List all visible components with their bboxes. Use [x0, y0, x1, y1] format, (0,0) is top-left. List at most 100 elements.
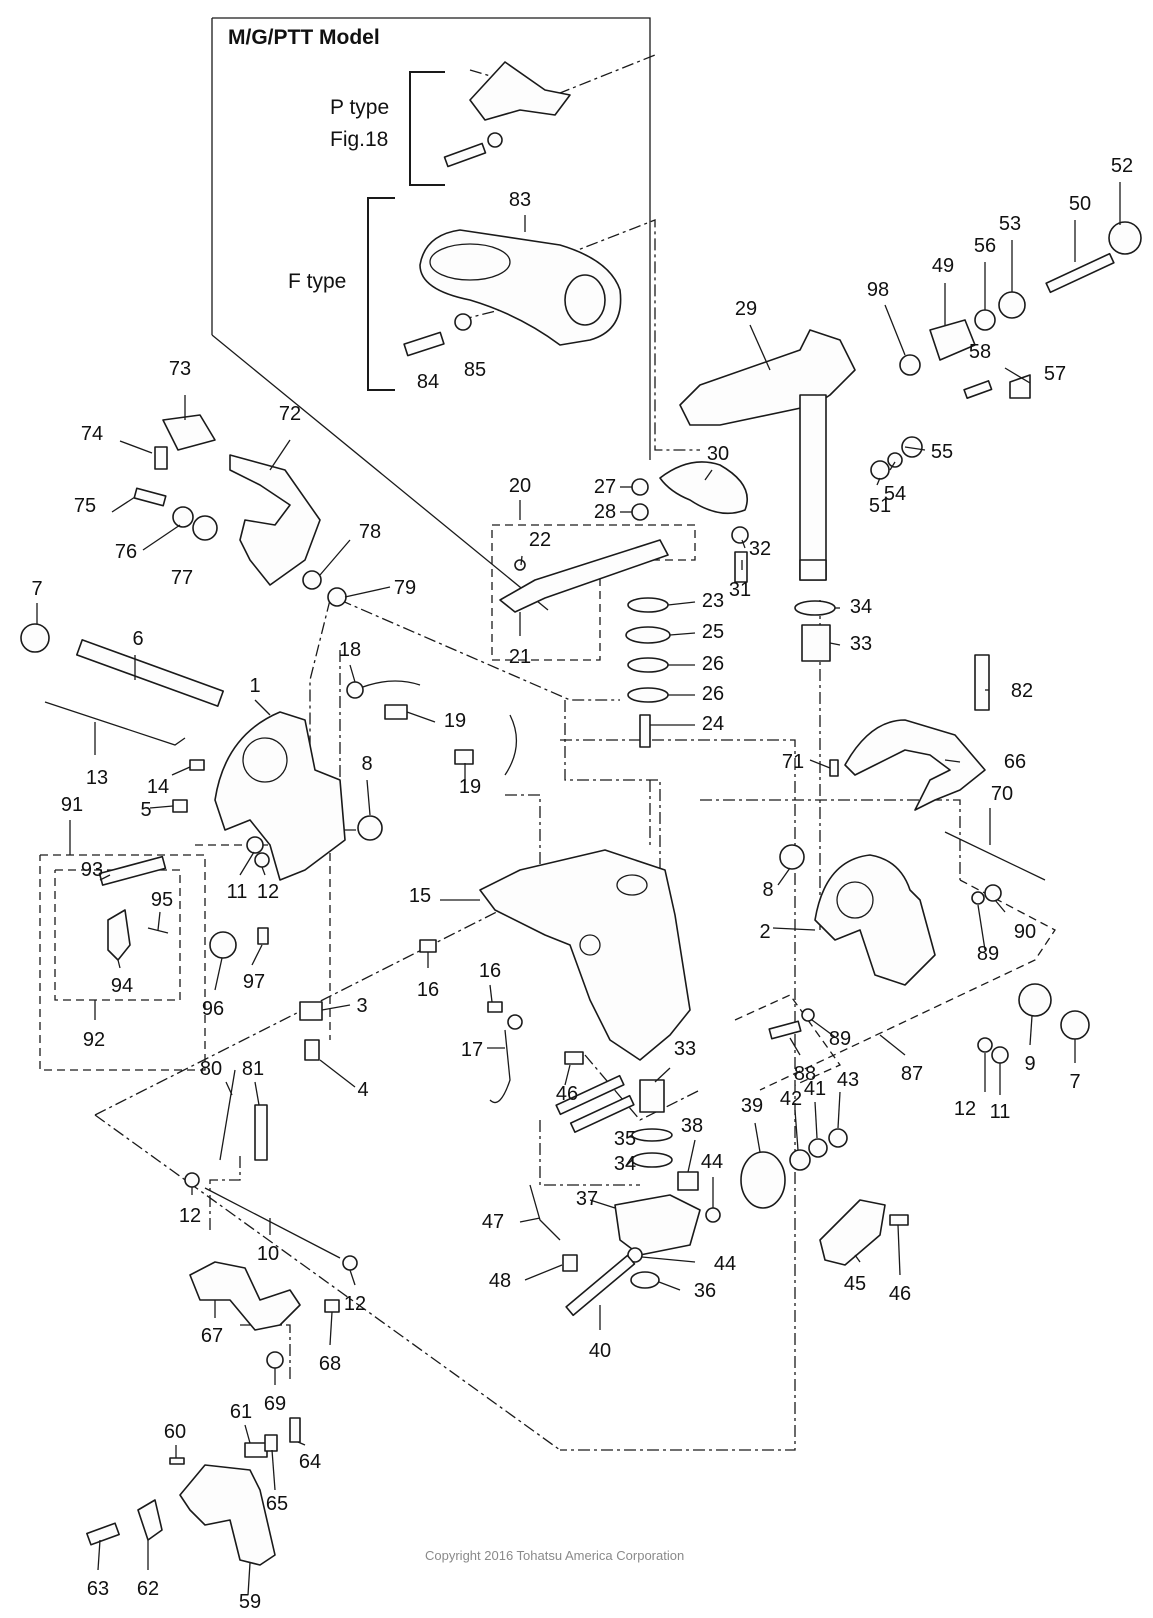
callout-53: 53: [999, 213, 1021, 235]
bolt-14: [189, 759, 205, 771]
spring-81: [254, 1104, 268, 1161]
bushing-49: [929, 319, 976, 361]
callout-88: 88: [794, 1063, 816, 1085]
callout-67: 67: [201, 1325, 223, 1347]
washer-23: [627, 597, 669, 613]
callout-40: 40: [589, 1340, 611, 1362]
callout-8: 8: [361, 753, 372, 775]
callout-64: 64: [299, 1451, 321, 1473]
callout-76: 76: [115, 541, 137, 563]
callout-37: 37: [576, 1188, 598, 1210]
callout-39: 39: [741, 1095, 763, 1117]
rod-80: [219, 1069, 236, 1161]
f-type-bracket-bore: [564, 274, 606, 326]
callout-98: 98: [867, 279, 889, 301]
o-ring-98: [899, 354, 921, 376]
washer-79: [327, 587, 347, 607]
cover-45: [819, 1199, 886, 1266]
part-5: [172, 799, 188, 813]
callout-96: 96: [202, 998, 224, 1020]
screw-68: [324, 1299, 340, 1313]
cap-7-right: [1060, 1010, 1090, 1040]
plate-57: [1009, 374, 1031, 399]
washer-56: [974, 309, 996, 331]
bolt-40: [565, 1254, 636, 1317]
plate-25: [625, 626, 671, 644]
callout-90: 90: [1014, 921, 1036, 943]
callout-3: 3: [356, 995, 367, 1017]
tilt-lever-66: [844, 719, 986, 811]
callout-4: 4: [357, 1079, 368, 1101]
washer-85: [454, 313, 472, 331]
callout-38: 38: [681, 1115, 703, 1137]
callout-47: 47: [482, 1211, 504, 1233]
washer-54: [887, 452, 903, 468]
callout-19: 19: [459, 776, 481, 798]
callout-5: 5: [140, 799, 151, 821]
washer-26a: [627, 657, 669, 673]
washer-8-left: [357, 815, 383, 841]
callout-74: 74: [81, 423, 103, 445]
callout-49: 49: [932, 255, 954, 277]
screw-22: [514, 559, 526, 571]
pin-71: [829, 759, 839, 777]
callout-10: 10: [257, 1243, 279, 1265]
callout-83: 83: [509, 189, 531, 211]
nut-43: [828, 1128, 848, 1148]
block-37: [614, 1194, 701, 1256]
washer-42: [789, 1149, 811, 1171]
washer-8-right: [779, 844, 805, 870]
washer-28: [631, 503, 649, 521]
callout-58: 58: [969, 341, 991, 363]
bushing-33b: [639, 1079, 665, 1113]
bolt-19b: [454, 749, 474, 765]
part-65: [264, 1434, 278, 1452]
callout-84: 84: [417, 371, 439, 393]
cap-52: [1108, 221, 1142, 255]
lever-67: [189, 1261, 301, 1331]
callout-69: 69: [264, 1393, 286, 1415]
spring-64: [289, 1417, 301, 1443]
callout-7: 7: [1069, 1071, 1080, 1093]
bolt-46a: [564, 1051, 584, 1065]
callout-15: 15: [409, 885, 431, 907]
callout-11: 11: [990, 1101, 1011, 1123]
callout-23: 23: [702, 590, 724, 612]
arm-21: [499, 539, 669, 613]
washer-12-a: [184, 1172, 200, 1188]
callout-11: 11: [227, 881, 248, 903]
callout-81: 81: [242, 1058, 264, 1080]
callout-79: 79: [394, 577, 416, 599]
shaft-spline: [799, 559, 827, 581]
callout-60: 60: [164, 1421, 186, 1443]
washer-12: [254, 852, 270, 868]
parts: [20, 61, 1142, 1566]
clamp-bracket-2: [814, 854, 936, 986]
nut-3: [299, 1001, 323, 1021]
washer-89a: [971, 891, 985, 905]
callout-17: 17: [461, 1039, 483, 1061]
clamp-bracket-1: [214, 711, 346, 881]
nut-27: [631, 478, 649, 496]
washer-26b: [627, 687, 669, 703]
callout-9: 9: [1024, 1053, 1035, 1075]
callout-2: 2: [759, 921, 770, 943]
callout-18: 18: [339, 639, 361, 661]
part-38: [677, 1171, 699, 1191]
lead-47: [529, 1184, 561, 1241]
bolt-48: [562, 1254, 578, 1272]
washer-76: [172, 506, 194, 528]
callout-61: 61: [230, 1401, 252, 1423]
callout-12: 12: [954, 1098, 976, 1120]
p-type-bolt: [443, 142, 487, 168]
callout-46: 46: [889, 1283, 911, 1305]
rod-70: [944, 831, 1046, 881]
lever-94: [107, 909, 131, 961]
copyright-notice: Copyright 2016 Tohatsu America Corporati…: [425, 1548, 684, 1563]
callout-89: 89: [829, 1028, 851, 1050]
callout-20: 20: [509, 475, 531, 497]
callout-22: 22: [529, 529, 551, 551]
bolt-16b: [487, 1001, 503, 1013]
washer-44a: [705, 1207, 721, 1223]
bracket-72: [229, 454, 321, 586]
